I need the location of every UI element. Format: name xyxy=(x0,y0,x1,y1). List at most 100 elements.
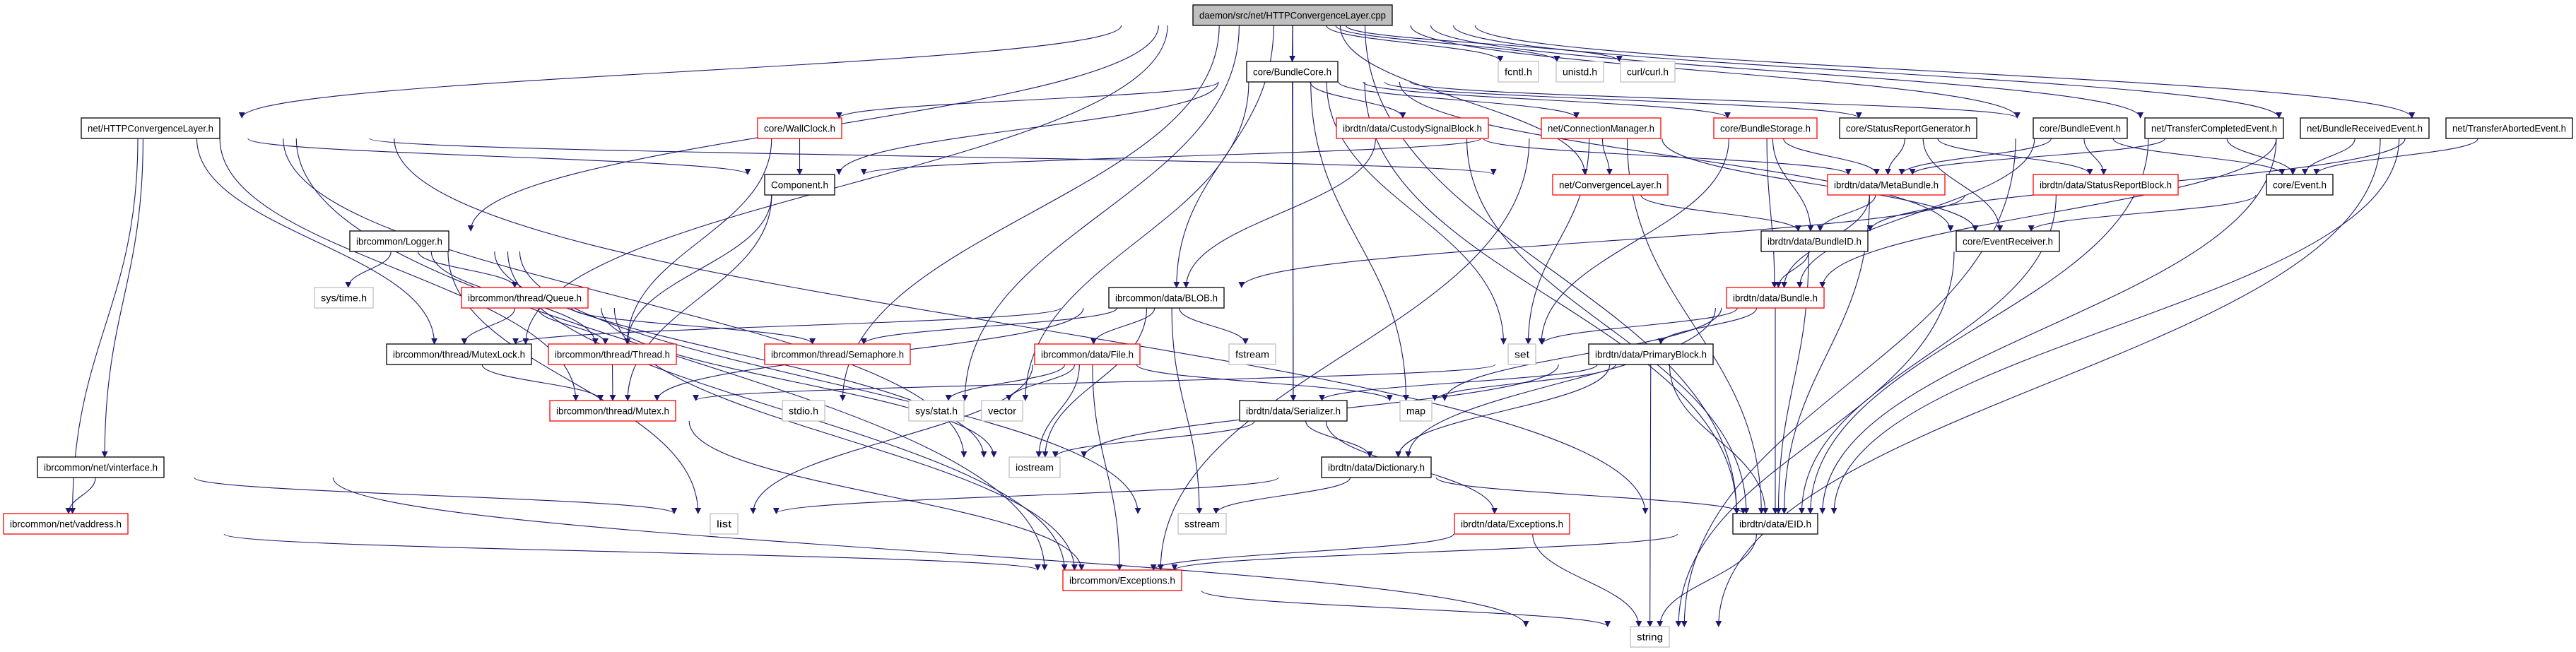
node-ibrcommon-thread-thread-h[interactable]: ibrcommon/thread/Thread.h xyxy=(548,343,677,365)
node-vector[interactable]: vector xyxy=(981,400,1023,422)
node-label: ibrdtn/data/Serializer.h xyxy=(1246,405,1341,417)
node-sstream[interactable]: sstream xyxy=(1177,513,1227,535)
node-ibrcommon-net-vinterface-h[interactable]: ibrcommon/net/vinterface.h xyxy=(37,456,165,478)
node-ibrcommon-data-file-h[interactable]: ibrcommon/data/File.h xyxy=(1034,343,1141,365)
node-net-convergencelayer-h[interactable]: net/ConvergenceLayer.h xyxy=(1552,174,1669,196)
node-ibrdtn-data-bundle-h[interactable]: ibrdtn/data/Bundle.h xyxy=(1726,287,1825,309)
edge-ibrcommon-net-vinterface-h-to-list xyxy=(194,477,678,514)
node-label: ibrdtn/data/Bundle.h xyxy=(1733,292,1818,304)
node-ibrcommon-exceptions-h[interactable]: ibrcommon/Exceptions.h xyxy=(1062,569,1182,591)
node-box xyxy=(1108,287,1225,309)
node-ibrdtn-data-exceptions-h[interactable]: ibrdtn/data/Exceptions.h xyxy=(1454,513,1570,535)
node-box xyxy=(1034,343,1141,365)
node-label: ibrdtn/data/CustodySignalBlock.h xyxy=(1343,123,1482,134)
node-box xyxy=(1955,230,2060,252)
node-map[interactable]: map xyxy=(1399,400,1433,422)
edge-ibrdtn-data-exceptions-h-to-ibrcommon-exceptions-h xyxy=(1150,533,1454,571)
node-ibrcommon-thread-queue-h[interactable]: ibrcommon/thread/Queue.h xyxy=(461,287,589,309)
edge-ibrdtn-data-dictionary-h-to-list xyxy=(773,477,1279,514)
edge-daemon-src-net-httpconvergencelayer-cpp-to-net-bundlereceivedevent-h xyxy=(1453,25,2282,119)
node-net-httpconvergencelayer-h[interactable]: net/HTTPConvergenceLayer.h xyxy=(81,117,220,139)
edge-ibrdtn-data-primaryblock-h-to-ibrcommon-thread-mutex-h xyxy=(693,364,1496,401)
node-ibrdtn-data-primaryblock-h[interactable]: ibrdtn/data/PrimaryBlock.h xyxy=(1588,343,1714,365)
edge-net-httpconvergencelayer-h-to-ibrcommon-net-vaddress-h xyxy=(69,138,139,514)
edge-ibrcommon-data-file-h-to-ibrcommon-exceptions-h xyxy=(1092,364,1123,571)
node-ibrdtn-data-serializer-h[interactable]: ibrdtn/data/Serializer.h xyxy=(1239,400,1348,422)
node-fstream[interactable]: fstream xyxy=(1228,343,1276,365)
node-core-eventreceiver-h[interactable]: core/EventReceiver.h xyxy=(1955,230,2060,252)
node-daemon-src-net-httpconvergencelayer-cpp[interactable]: daemon/src/net/HTTPConvergenceLayer.cpp xyxy=(1192,4,1393,26)
edge-ibrdtn-data-primaryblock-h-to-ibrdtn-data-eid-h xyxy=(1669,364,1769,514)
node-curl-curl-h[interactable]: curl/curl.h xyxy=(1620,61,1676,83)
node-core-bundlestorage-h[interactable]: core/BundleStorage.h xyxy=(1713,117,1818,139)
node-net-transfercompletedevent-h[interactable]: net/TransferCompletedEvent.h xyxy=(2144,117,2284,139)
node-label: net/ConvergenceLayer.h xyxy=(1559,179,1662,191)
node-ibrcommon-net-vaddress-h[interactable]: ibrcommon/net/vaddress.h xyxy=(3,513,129,535)
edge-ibrdtn-data-primaryblock-h-to-ibrdtn-data-dictionary-h xyxy=(1395,364,1611,458)
edge-net-connectionmanager-h-to-set xyxy=(1524,138,1590,345)
node-box xyxy=(1713,117,1818,139)
edge-ibrcommon-thread-queue-h-to-ibrcommon-thread-thread-h xyxy=(537,307,609,345)
node-label: sstream xyxy=(1184,518,1220,530)
edge-net-bundlereceivedevent-h-to-ibrdtn-data-eid-h xyxy=(1819,138,2277,514)
nodes-layer: daemon/src/net/HTTPConvergenceLayer.cpp c… xyxy=(3,4,2573,648)
node-box xyxy=(1620,61,1676,83)
edge-daemon-src-net-httpconvergencelayer-cpp-to-net-convergencelayer-h xyxy=(1339,25,1589,175)
node-label: core/EventReceiver.h xyxy=(1963,236,2053,247)
node-label: map xyxy=(1406,405,1425,417)
node-ibrdtn-data-statusreportblock-h[interactable]: ibrdtn/data/StatusReportBlock.h xyxy=(2033,174,2179,196)
node-ibrcommon-thread-mutex-h[interactable]: ibrcommon/thread/Mutex.h xyxy=(549,400,676,422)
edge-daemon-src-net-httpconvergencelayer-cpp-to-net-transfercompletedevent-h xyxy=(1430,25,2144,119)
node-net-transferabortedevent-h[interactable]: net/TransferAbortedEvent.h xyxy=(2445,117,2573,139)
node-label: ibrdtn/data/Exceptions.h xyxy=(1461,518,1563,530)
node-box xyxy=(1239,400,1348,422)
node-stdio-h[interactable]: stdio.h xyxy=(782,400,825,422)
node-box xyxy=(1336,117,1489,139)
edge-ibrcommon-data-file-h-to-list xyxy=(750,364,1033,514)
node-sys-stat-h[interactable]: sys/stat.h xyxy=(908,400,965,422)
node-list[interactable]: list xyxy=(710,513,739,535)
edge-core-eventreceiver-h-to-string xyxy=(1675,251,1955,627)
node-core-bundleevent-h[interactable]: core/BundleEvent.h xyxy=(2033,117,2128,139)
edge-component-h-to-ibrcommon-thread-mutex-h xyxy=(624,194,772,401)
node-box xyxy=(1008,456,1061,478)
edge-ibrdtn-data-primaryblock-h-to-ibrdtn-data-serializer-h xyxy=(1319,364,1598,401)
edge-core-bundlecore-h-to-component-h xyxy=(835,81,1219,175)
node-iostream[interactable]: iostream xyxy=(1008,456,1061,478)
node-string[interactable]: string xyxy=(1630,626,1670,648)
node-ibrdtn-data-bundleid-h[interactable]: ibrdtn/data/BundleID.h xyxy=(1760,230,1869,252)
node-ibrcommon-logger-h[interactable]: ibrcommon/Logger.h xyxy=(349,230,449,252)
node-ibrcommon-data-blob-h[interactable]: ibrcommon/data/BLOB.h xyxy=(1108,287,1225,309)
node-core-bundlecore-h[interactable]: core/BundleCore.h xyxy=(1246,61,1339,83)
node-ibrdtn-data-eid-h[interactable]: ibrdtn/data/EID.h xyxy=(1732,513,1818,535)
edge-ibrcommon-data-file-h-to-iostream xyxy=(1035,364,1080,458)
node-ibrcommon-thread-semaphore-h[interactable]: ibrcommon/thread/Semaphore.h xyxy=(764,343,911,365)
edge-core-bundlecore-h-to-net-connectionmanager-h xyxy=(1338,81,1580,119)
node-fcntl-h[interactable]: fcntl.h xyxy=(1498,61,1539,83)
node-box xyxy=(1498,61,1539,83)
node-label: fcntl.h xyxy=(1505,66,1532,78)
edge-daemon-src-net-httpconvergencelayer-cpp-to-ibrdtn-data-eid-h xyxy=(1364,25,1740,514)
edge-net-convergencelayer-h-to-ibrdtn-data-bundleid-h xyxy=(1640,194,1801,232)
node-label: daemon/src/net/HTTPConvergenceLayer.cpp xyxy=(1199,10,1386,21)
node-ibrdtn-data-metabundle-h[interactable]: ibrdtn/data/MetaBundle.h xyxy=(1827,174,1946,196)
node-component-h[interactable]: Component.h xyxy=(764,174,835,196)
node-sys-time-h[interactable]: sys/time.h xyxy=(314,287,374,309)
node-box xyxy=(549,400,676,422)
node-core-event-h[interactable]: core/Event.h xyxy=(2266,174,2334,196)
edge-ibrdtn-data-bundle-h-to-ibrdtn-data-dictionary-h xyxy=(1405,307,1716,458)
edge-net-transferabortedevent-h-to-string xyxy=(1715,138,2381,627)
node-ibrdtn-data-dictionary-h[interactable]: ibrdtn/data/Dictionary.h xyxy=(1321,456,1432,478)
edge-ibrcommon-thread-queue-h-to-ibrcommon-thread-semaphore-h xyxy=(571,307,816,345)
node-core-wallclock-h[interactable]: core/WallClock.h xyxy=(757,117,842,139)
node-set[interactable]: set xyxy=(1507,343,1536,365)
node-net-bundlereceivedevent-h[interactable]: net/BundleReceivedEvent.h xyxy=(2300,117,2430,139)
node-box xyxy=(1541,117,1662,139)
node-box xyxy=(1555,61,1604,83)
node-core-statusreportgenerator-h[interactable]: core/StatusReportGenerator.h xyxy=(1839,117,1977,139)
node-unistd-h[interactable]: unistd.h xyxy=(1555,61,1604,83)
node-ibrcommon-thread-mutexlock-h[interactable]: ibrcommon/thread/MutexLock.h xyxy=(386,343,532,365)
node-net-connectionmanager-h[interactable]: net/ConnectionManager.h xyxy=(1541,117,1662,139)
edge-ibrcommon-thread-queue-h-to-iostream xyxy=(601,307,997,458)
node-ibrdtn-data-custodysignalblock-h[interactable]: ibrdtn/data/CustodySignalBlock.h xyxy=(1336,117,1489,139)
